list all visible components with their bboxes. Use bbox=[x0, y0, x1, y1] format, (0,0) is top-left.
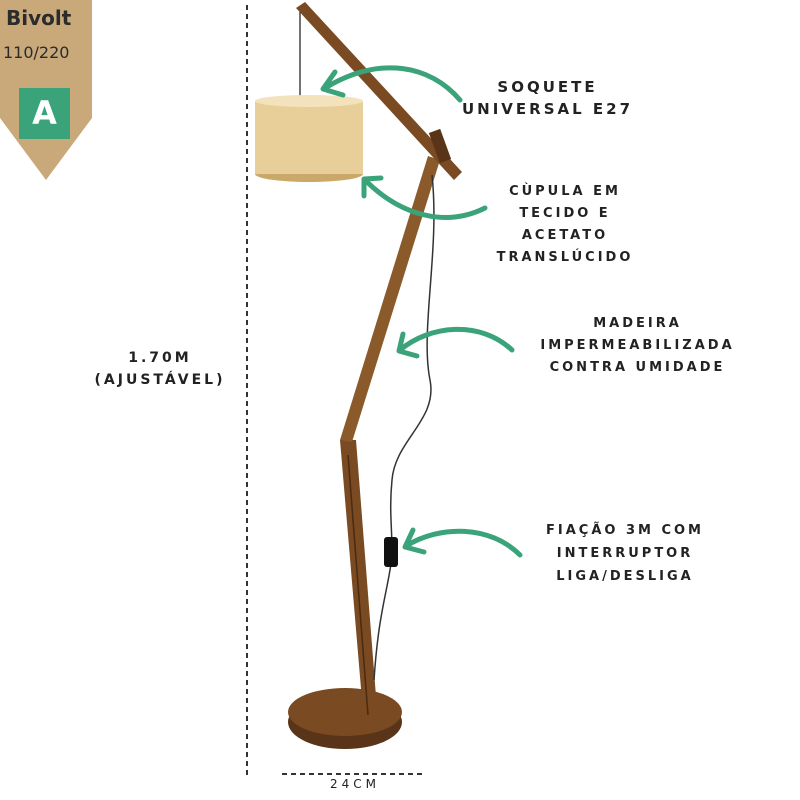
height-label: 1.70M (AJUSTÁVEL) bbox=[94, 350, 226, 388]
label-madeira: MADEIRA IMPERMEABILIZADA CONTRA UMIDADE bbox=[540, 316, 735, 375]
arrow-cupula bbox=[362, 177, 488, 220]
label-cupula: CÙPULA EM TECIDO E ACETATO TRANSLÚCIDO bbox=[496, 184, 634, 265]
lamp-base bbox=[288, 688, 402, 736]
badge-title: Bivolt bbox=[6, 6, 72, 30]
lamp-shade bbox=[255, 101, 363, 174]
label-fiacao: FIAÇÃO 3M COM INTERRUPTOR LIGA/DESLIGA bbox=[546, 523, 704, 584]
power-cord bbox=[373, 174, 435, 681]
lamp-upper-pole bbox=[340, 156, 440, 442]
width-label: 24CM bbox=[329, 777, 380, 791]
arrow-soquete bbox=[322, 65, 463, 103]
energy-grade: A bbox=[19, 88, 70, 139]
arrow-fiacao bbox=[403, 528, 523, 558]
badge-voltage: 110/220 bbox=[3, 43, 70, 62]
on-off-switch bbox=[384, 537, 398, 567]
lamp-top-arm bbox=[296, 2, 462, 180]
label-soquete: SOQUETE UNIVERSAL E27 bbox=[461, 78, 634, 118]
bivolt-badge: Bivolt 110/220 A bbox=[0, 0, 100, 180]
lamp-lower-post bbox=[340, 440, 378, 724]
arrow-madeira bbox=[397, 326, 515, 353]
